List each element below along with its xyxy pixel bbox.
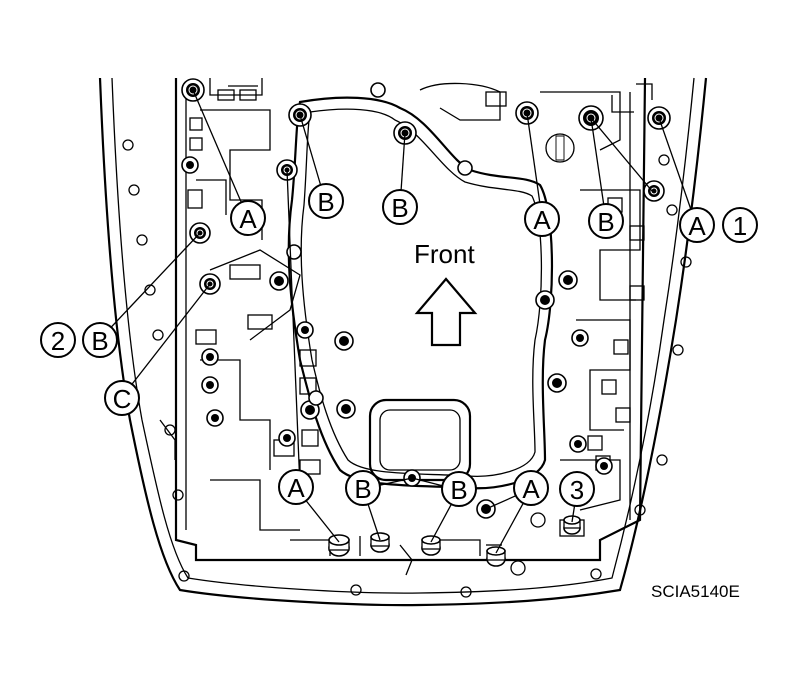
bolt	[370, 82, 386, 98]
bolt	[486, 546, 506, 567]
callout-b: B	[308, 183, 344, 219]
bolt	[286, 244, 302, 260]
bolt	[308, 390, 324, 406]
callout-a: A	[230, 200, 266, 236]
bolt	[569, 435, 587, 453]
bolt	[547, 373, 567, 393]
bolt	[558, 270, 578, 290]
callout-b: B	[382, 189, 418, 225]
svg-text:A: A	[688, 211, 706, 241]
bolt	[457, 160, 473, 176]
front-arrow-icon	[414, 277, 478, 347]
bolt	[181, 156, 199, 174]
callout-a: A	[513, 470, 549, 506]
callout-b: B	[441, 471, 477, 507]
bolt	[328, 534, 350, 557]
svg-text:B: B	[354, 474, 371, 504]
bolt	[201, 348, 219, 366]
callout-a: A	[524, 201, 560, 237]
bolt	[201, 376, 219, 394]
svg-text:A: A	[522, 474, 540, 504]
bolt	[643, 180, 665, 202]
bolt	[571, 329, 589, 347]
bolt	[595, 457, 613, 475]
callout-b: B	[588, 203, 624, 239]
bolt	[421, 535, 441, 556]
callout-2: 2	[40, 322, 76, 358]
bolt	[269, 271, 289, 291]
svg-text:3: 3	[570, 475, 584, 505]
callout-c: C	[104, 380, 140, 416]
svg-text:2: 2	[51, 326, 65, 356]
callout-3: 3	[559, 471, 595, 507]
svg-text:1: 1	[733, 211, 747, 241]
valve-body	[159, 77, 653, 576]
bolt	[336, 399, 356, 419]
svg-text:B: B	[450, 475, 467, 505]
svg-text:B: B	[391, 193, 408, 223]
bolt	[535, 290, 555, 310]
svg-text:A: A	[287, 473, 305, 503]
svg-text:B: B	[597, 207, 614, 237]
bolts	[181, 78, 671, 567]
svg-text:B: B	[317, 187, 334, 217]
callouts: A B B A B A 1 2 B C A B B A 3	[40, 183, 758, 507]
callout-a: A	[679, 207, 715, 243]
bolt	[278, 429, 296, 447]
bolt	[563, 515, 581, 535]
figure-code: SCIA5140E	[651, 582, 740, 601]
svg-text:A: A	[239, 204, 257, 234]
callout-b: B	[82, 322, 118, 358]
bolt	[206, 409, 224, 427]
bolt	[476, 499, 496, 519]
svg-text:C: C	[113, 384, 132, 414]
svg-text:B: B	[91, 326, 108, 356]
bolt	[334, 331, 354, 351]
callout-b: B	[345, 470, 381, 506]
svg-text:A: A	[533, 205, 551, 235]
callout-a: A	[278, 469, 314, 505]
callout-1: 1	[722, 207, 758, 243]
bolt	[370, 532, 390, 553]
front-label: Front	[414, 239, 475, 269]
bolt	[296, 321, 314, 339]
